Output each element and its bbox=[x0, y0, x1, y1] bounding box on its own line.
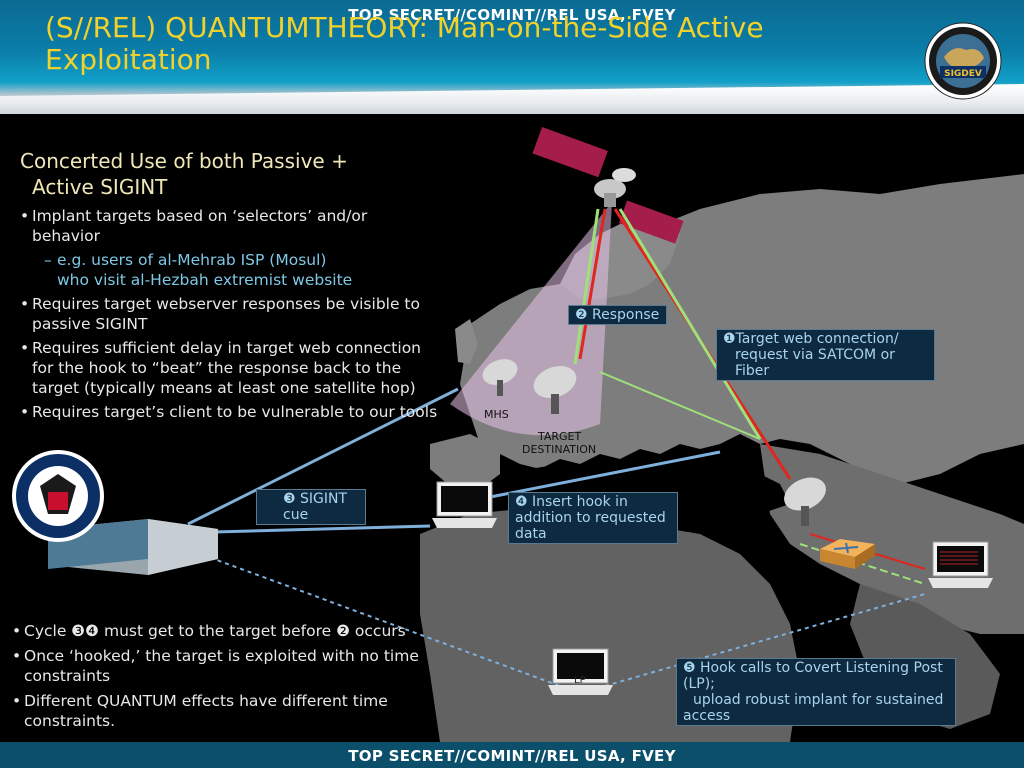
callout-insert-hook-line2: addition to requested bbox=[515, 510, 666, 526]
slide-title: (S//REL) QUANTUMTHEORY: Man-on-the-Side … bbox=[45, 11, 764, 76]
label-mhs: MHS bbox=[484, 408, 509, 421]
callout-response-text: ❷ Response bbox=[575, 307, 660, 323]
bottom-bullet-list: Cycle ❸❹ must get to the target before ❷… bbox=[12, 621, 442, 736]
label-lp: LP bbox=[574, 675, 586, 686]
sigdev-seal-icon: SIGDEV bbox=[924, 22, 1002, 100]
bullet-webserver-responses: Requires target webserver responses be v… bbox=[20, 294, 440, 334]
bullet-cycle: Cycle ❸❹ must get to the target before ❷… bbox=[12, 621, 442, 641]
sub-bullet-example: e.g. users of al-Mehrab ISP (Mosul) who … bbox=[20, 250, 440, 290]
main-bullet-list: Implant targets based on ‘selectors’ and… bbox=[20, 206, 440, 426]
response-line-3 bbox=[599, 371, 761, 440]
callout-target-connection-line2: request via SATCOM or Fiber bbox=[735, 347, 895, 379]
response-line-1 bbox=[618, 208, 762, 440]
callout-hook-lp-line3: upload robust implant for sustained bbox=[693, 692, 944, 708]
classification-bottom: TOP SECRET//COMINT//REL USA, FVEY bbox=[348, 747, 676, 765]
sigdev-seal-text: SIGDEV bbox=[944, 69, 982, 79]
callout-response: ❷ Response bbox=[568, 305, 667, 325]
callout-hook-lp-line2: (LP); bbox=[683, 676, 715, 692]
callout-sigint-cue: ❸ SIGINT cue bbox=[256, 489, 366, 525]
header-swoop bbox=[0, 84, 1024, 114]
target-destination-dish-icon bbox=[533, 366, 577, 414]
header-banner: TOP SECRET//COMINT//REL USA, FVEY (S//RE… bbox=[0, 0, 1024, 114]
callout-insert-hook-line1: ❹ Insert hook in bbox=[515, 494, 628, 510]
operator-laptop-icon bbox=[432, 481, 497, 528]
request-line-2 bbox=[578, 208, 607, 360]
sigint-line-2 bbox=[214, 524, 431, 534]
mhs-dish-icon bbox=[482, 359, 518, 396]
router-icon bbox=[820, 539, 875, 569]
callout-sigint-cue-line1: ❸ SIGINT bbox=[283, 491, 348, 507]
callout-sigint-cue-line2: cue bbox=[283, 507, 309, 523]
callout-hook-lp-line1: ❺ Hook calls to Covert Listening Post bbox=[683, 660, 943, 676]
satellite-icon bbox=[532, 127, 684, 244]
iberia-landmass bbox=[430, 434, 500, 489]
lp-laptop-icon bbox=[548, 648, 613, 695]
lp-dotted-line-1 bbox=[194, 551, 561, 687]
label-target-line1: TARGET bbox=[538, 430, 582, 443]
nsa-building-icon bbox=[48, 519, 218, 575]
mediterranean-sea bbox=[500, 459, 790, 514]
nsa-seal-icon bbox=[12, 450, 104, 542]
bullet-hooked: Once ‘hooked,’ the target is exploited w… bbox=[12, 646, 442, 686]
response-line-2 bbox=[573, 208, 600, 365]
callout-hook-lp-line4: access bbox=[683, 708, 731, 724]
bullet-quantum-effects: Different QUANTUM effects have different… bbox=[12, 691, 442, 731]
callout-hook-lp: ❺ Hook calls to Covert Listening Post (L… bbox=[676, 658, 956, 726]
callout-target-connection: ❶Target web connection/ request via SATC… bbox=[716, 329, 935, 381]
classification-top: TOP SECRET//COMINT//REL USA, FVEY bbox=[348, 6, 676, 24]
sub-bullet-example-line2: who visit al-Hezbah extremist website bbox=[57, 271, 353, 289]
bullet-sufficient-delay: Requires sufficient delay in target web … bbox=[20, 338, 440, 398]
callout-insert-hook: ❹ Insert hook in addition to requested d… bbox=[508, 492, 678, 544]
label-target-line2: DESTINATION bbox=[522, 443, 597, 456]
callout-target-connection-line1: ❶Target web connection/ bbox=[723, 331, 899, 347]
target-laptop-icon bbox=[928, 541, 993, 588]
sigint-line-3 bbox=[479, 450, 721, 501]
panel-heading-line2: Active SIGINT bbox=[32, 175, 168, 199]
callout-insert-hook-line3: data bbox=[515, 526, 547, 542]
bullet-implant-targets: Implant targets based on ‘selectors’ and… bbox=[20, 206, 440, 246]
panel-heading: Concerted Use of both Passive + Active S… bbox=[20, 148, 420, 200]
target-region-dish-icon bbox=[784, 477, 826, 526]
uk-landmass bbox=[455, 319, 478, 364]
bullet-client-vulnerable: Requires target’s client to be vulnerabl… bbox=[20, 402, 440, 422]
sub-bullet-example-line1: e.g. users of al-Mehrab ISP (Mosul) bbox=[57, 251, 327, 269]
panel-heading-line1: Concerted Use of both Passive + bbox=[20, 149, 348, 173]
footer-banner: TOP SECRET//COMINT//REL USA, FVEY bbox=[0, 742, 1024, 768]
